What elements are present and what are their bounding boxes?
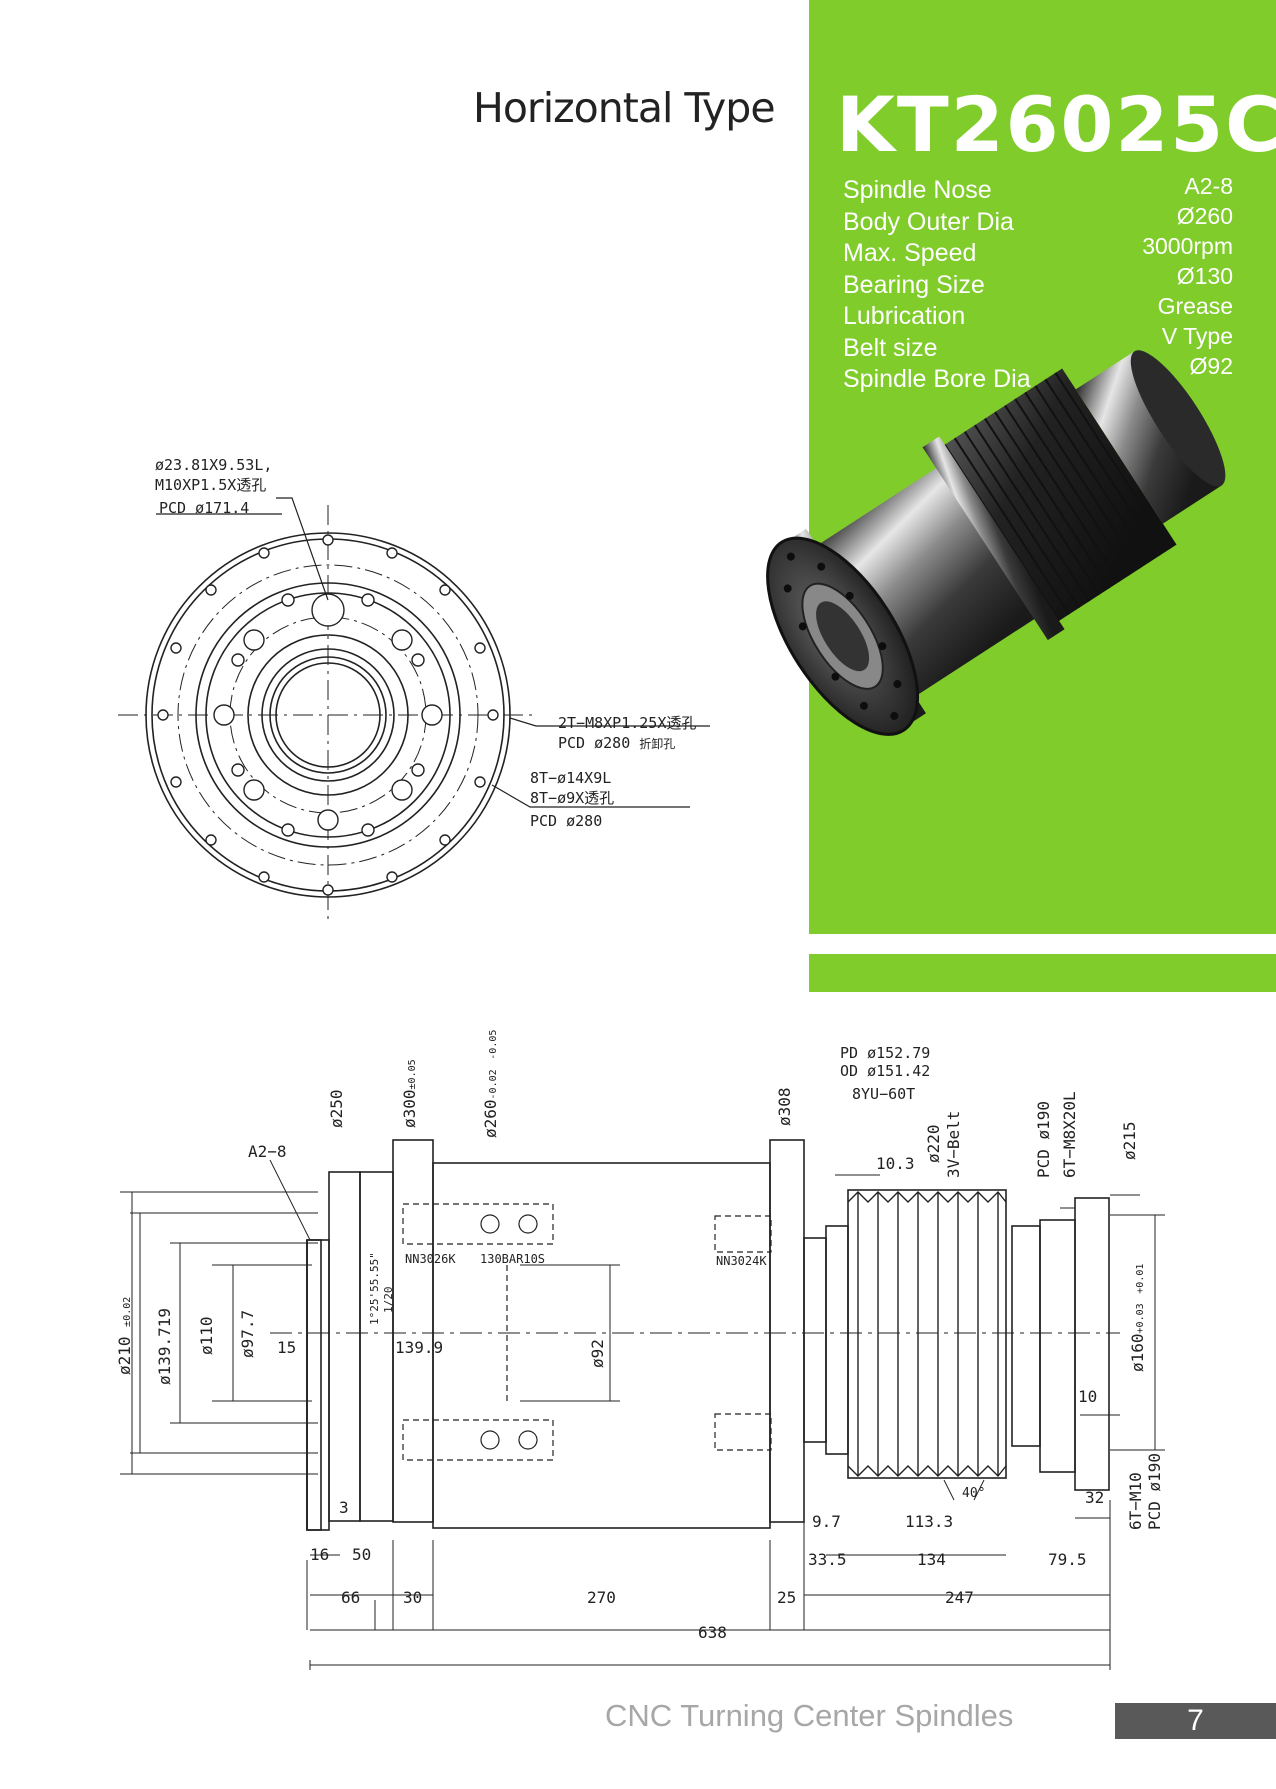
dim-label: 79.5 [1048,1550,1087,1569]
dim-label: 40° [962,1486,986,1501]
callout-text: 8T−ø14X9L [530,769,612,787]
dim-label: ø210 [115,1336,134,1375]
dim-label: 10.3 [876,1154,915,1173]
dim-label: 30 [403,1588,423,1607]
dim-label-vertical: 6T−M8X20L [1060,1091,1079,1178]
dim-label: 15 [277,1338,297,1357]
tolerance-label: -0.05 [488,1029,499,1060]
green-divider-strip [809,954,1276,992]
callout-text: PCD ø171.4 [159,499,250,517]
tolerance-label: ±0.05 [407,1059,418,1090]
dim-label: ø260 [481,1099,500,1138]
dim-label: 8YU−60T [852,1085,916,1103]
page-number: 7 [1187,1704,1204,1737]
tolerance-label: +0.01 [1135,1263,1146,1294]
dim-label: 139.9 [395,1338,444,1357]
spec-value: Ø130 [1176,263,1233,289]
dim-label: 10 [1078,1387,1098,1406]
dim-label: 270 [587,1588,616,1607]
dim-label: 16 [310,1545,330,1564]
spec-value: 3000rpm [1142,233,1233,259]
spec-value: A2-8 [1184,173,1233,199]
type-title: Horizontal Type [473,84,776,132]
front-callout-1: ø23.81X9.53L, M10XP1.5X透孔 PCD ø171.4 [155,455,272,518]
dim-label-vertical: ø220 [924,1124,943,1163]
spec-value: Grease [1157,293,1233,319]
dim-label-vertical: 3V−Belt [944,1110,963,1178]
dim-label-vertical: ø210 ±0.02 [115,1297,134,1375]
dim-label: ø160 [1128,1333,1147,1372]
dim-label: 130BAR10S [480,1252,546,1266]
dim-label-vertical: ø215 [1120,1121,1139,1160]
spec-label: Spindle Nose [843,176,992,204]
dim-label-vertical: ø139.719 [155,1307,174,1385]
dim-label-vertical: ø92 [588,1339,607,1368]
dim-label: A2−8 [248,1142,287,1161]
spec-values: A2-8 Ø260 3000rpm Ø130 Grease V Type Ø92 [1142,171,1233,381]
footer-title: CNC Turning Center Spindles [605,1698,1014,1733]
model-number: KT26025C [836,80,1276,169]
front-callout-3: 8T−ø14X9L 8T−ø9X透孔 PCD ø280 [530,768,614,831]
dim-label-vertical: 1/20 [382,1286,395,1314]
dim-label-vertical: 1°25'55.55" [368,1252,381,1325]
page-number-box: 7 [1115,1703,1276,1739]
dim-label-vertical: ø260-0.02 -0.05 [481,1030,500,1138]
dim-label: 33.5 [808,1550,847,1569]
dim-label: 638 [698,1623,727,1642]
callout-text: ø23.81X9.53L, [155,456,273,474]
dim-label: OD ø151.42 [840,1062,931,1080]
dim-label-vertical: ø308 [775,1087,794,1126]
dim-label-vertical: PCD ø190 [1145,1452,1164,1530]
dim-label: 50 [352,1545,372,1564]
dim-label-vertical: ø160+0.03 +0.01 [1128,1264,1147,1372]
front-callout-2: 2T−M8XP1.25X透孔 PCD ø280 折卸孔 [558,713,696,754]
dim-label-vertical: ø97.7 [238,1309,257,1358]
dim-label: ø300 [400,1089,419,1128]
spec-label: Body Outer Dia [843,207,1014,236]
tolerance-label: +0.03 [1135,1303,1146,1334]
dim-label: 113.3 [905,1512,954,1531]
spec-labels: Spindle Nose Body Outer Dia Max. Speed B… [843,175,1031,396]
dim-label: 25 [777,1588,797,1607]
spec-value: V Type [1161,323,1233,349]
dim-label: 134 [917,1550,946,1569]
dim-label-vertical: ø250 [327,1089,346,1128]
dim-label: 3 [339,1498,349,1517]
callout-text: 8T−ø9X透孔 [530,789,615,807]
dim-label: 32 [1085,1488,1105,1507]
dim-label: PD ø152.79 [840,1044,931,1062]
callout-text: 2T−M8XP1.25X透孔 [558,714,697,732]
callout-text: M10XP1.5X透孔 [155,476,267,494]
spec-label: Bearing Size [843,270,985,299]
dim-label: 9.7 [812,1512,841,1531]
dim-label: 247 [945,1588,974,1607]
dim-label: NN3024K [716,1254,767,1268]
dim-label-vertical: PCD ø190 [1034,1100,1053,1178]
dim-label: 66 [341,1588,361,1607]
tolerance-label: ±0.02 [122,1296,133,1327]
callout-text: PCD ø280 [530,812,603,830]
spec-value: Ø260 [1176,203,1233,229]
dim-label: NN3026K [405,1252,456,1266]
tolerance-label: -0.02 [488,1069,499,1100]
spec-label: Lubrication [843,302,966,330]
spec-label: Belt size [843,333,938,362]
dim-label-vertical: ø300±0.05 [400,1059,419,1128]
callout-text: 折卸孔 [639,737,676,751]
callout-text: PCD ø280 [558,734,631,752]
dim-label-vertical: 6T−M10 [1126,1472,1145,1530]
dim-label-vertical: ø110 [197,1316,216,1355]
spec-label: Max. Speed [843,239,977,267]
